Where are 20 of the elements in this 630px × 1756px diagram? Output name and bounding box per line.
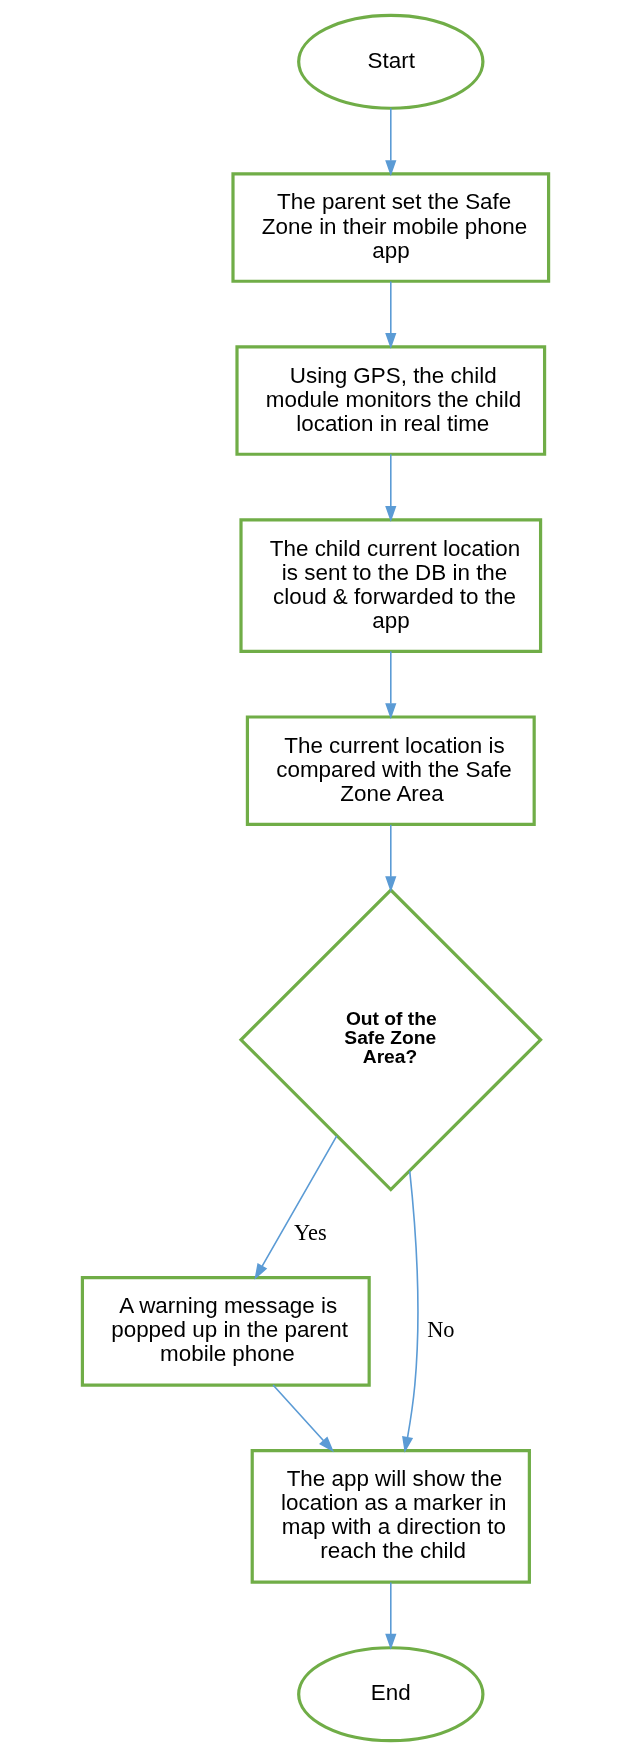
node-box: The child current location is sent to the DB in the cloud & forwarded to the app [238, 518, 542, 653]
arrow [384, 650, 396, 720]
node-box: The current location is compared with the Safe Zone Area [245, 715, 536, 826]
arrow [401, 1170, 419, 1453]
arrow [384, 280, 396, 349]
arrow [271, 1384, 334, 1453]
arrow [384, 453, 396, 523]
node-box: A warning message is popped up in the parent mobile phone [80, 1276, 371, 1387]
node-diamond: Out of the Safe Zone Area? [238, 887, 543, 1192]
arrow [384, 824, 396, 893]
arrow [253, 1135, 338, 1280]
edge-label: Yes [293, 1219, 327, 1245]
node-box: The parent set the Safe Zone in their mobile phone app [230, 172, 550, 283]
node-ellipse: Start [296, 13, 484, 110]
node-ellipse: End [296, 1646, 484, 1743]
node-box: The app will show the location as a marker in map with a direction to reach the child [250, 1449, 531, 1584]
arrow [384, 1581, 396, 1650]
arrow [384, 107, 396, 177]
node-box: Using GPS, the child module monitors the child location in real time [234, 345, 546, 456]
edge-label: No [426, 1317, 455, 1343]
